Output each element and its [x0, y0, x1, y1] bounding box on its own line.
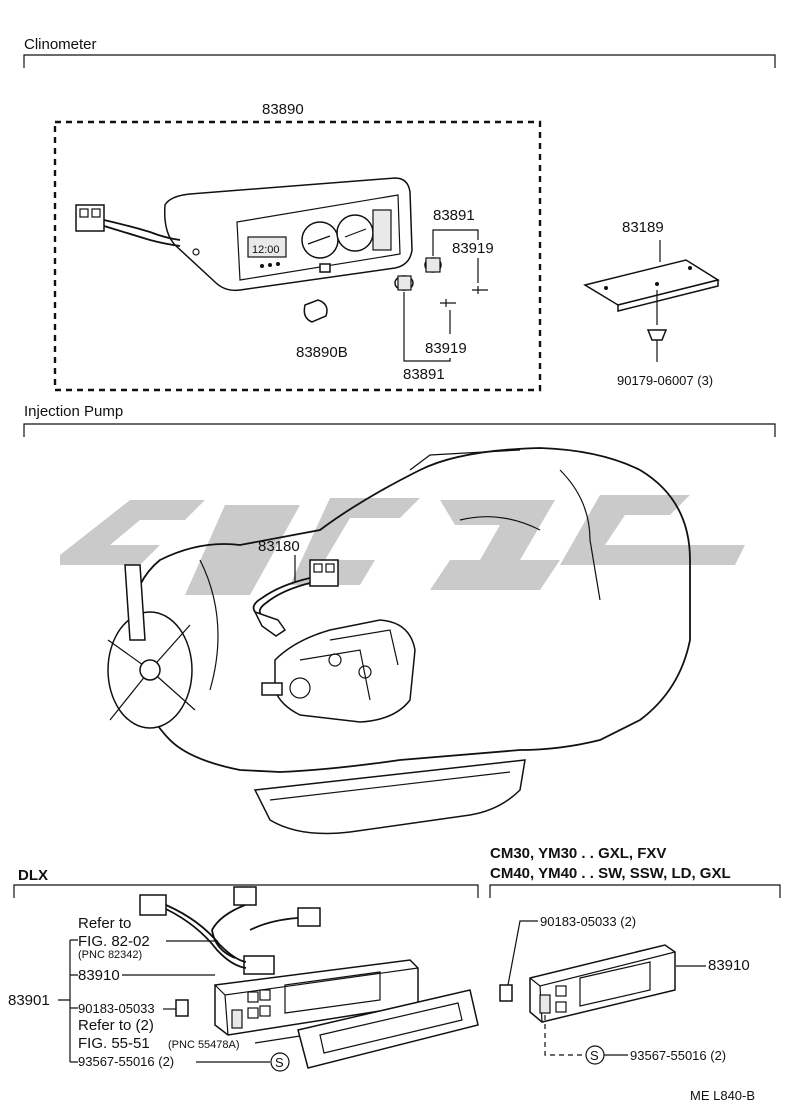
label-83919-top: 83919: [452, 240, 494, 257]
section-dlx-bracket: [13, 884, 479, 898]
watermark-logo: [60, 495, 745, 595]
bracket: [583, 259, 720, 312]
dlx-refer2-line3: (PNC 55478A): [168, 1039, 240, 1051]
sensor: [252, 559, 339, 637]
label-83891-bottom: 83891: [403, 366, 445, 383]
assembly-83890-box: [53, 120, 542, 392]
knob-bottom: [394, 275, 414, 291]
section-injection-pump-bracket: [23, 423, 776, 437]
svg-text:S: S: [275, 1055, 284, 1070]
leader-variant-90183: [507, 920, 538, 986]
variant-label-83910: 83910: [708, 957, 750, 974]
variant-label-93567: 93567-55016 (2): [630, 1048, 726, 1063]
variant-clip-symbol: S: [585, 1045, 605, 1065]
variant-label-90183: 90183-05033 (2): [540, 914, 636, 929]
clinometer-gauge: 12:00: [163, 177, 413, 292]
variant-line2: CM40, YM40 . . SW, SSW, LD, GXL: [490, 865, 731, 882]
bracket-screw-icon: [646, 329, 668, 341]
dlx-refer1-line2: FIG. 82-02: [78, 933, 150, 950]
dlx-refer2-line2: FIG. 55-51: [78, 1035, 150, 1052]
label-83180: 83180: [258, 538, 300, 555]
dlx-label-83910: 83910: [78, 967, 120, 984]
variant-screw-icon: [499, 984, 513, 1002]
label-90179-06007: 90179-06007 (3): [617, 373, 713, 388]
section-injection-pump: Injection Pump: [24, 403, 123, 420]
dlx-label-90183: 90183-05033: [78, 1001, 155, 1016]
dlx-refer2-line1: Refer to (2): [78, 1017, 154, 1034]
leader-variant-clip: [544, 1015, 585, 1056]
section-dlx: DLX: [18, 867, 48, 884]
leader-refer2: [254, 1035, 301, 1044]
bulb: [303, 299, 328, 323]
variant-switch: [529, 944, 676, 1023]
svg-text:S: S: [590, 1048, 599, 1063]
label-83890: 83890: [262, 101, 304, 118]
screw-bottom-icon: [440, 299, 456, 307]
footer-code: ME L840-B: [690, 1088, 755, 1103]
label-83890B: 83890B: [296, 344, 348, 361]
dlx-clip-symbol: S: [270, 1052, 290, 1072]
dlx-label-93567: 93567-55016 (2): [78, 1054, 174, 1069]
label-83919-bottom: 83919: [425, 340, 467, 357]
dlx-refer1-line1: Refer to: [78, 915, 131, 932]
dlx-bezel: [297, 989, 479, 1069]
variant-line1: CM30, YM30 . . GXL, FXV: [490, 845, 666, 862]
dlx-refer1-line3: (PNC 82342): [78, 949, 142, 961]
leader-83891-top: [432, 229, 479, 242]
svg-text:12:00: 12:00: [252, 244, 280, 256]
knob-top: [424, 257, 442, 273]
section-clinometer: Clinometer: [24, 36, 97, 53]
label-83891-top: 83891: [433, 207, 475, 224]
dlx-screw-icon: [175, 999, 189, 1017]
dlx-label-83901: 83901: [8, 992, 50, 1009]
screw-top-icon: [472, 286, 488, 294]
dlx-harness: [139, 886, 321, 975]
leader-dlx-83901: [58, 939, 78, 1063]
leader-83891-bottom: [403, 292, 451, 362]
section-variant-bracket: [489, 884, 781, 898]
clinometer-connector: [75, 204, 181, 247]
engine-illustration: [107, 447, 691, 835]
section-clinometer-bracket: [23, 54, 776, 68]
label-83189: 83189: [622, 219, 664, 236]
